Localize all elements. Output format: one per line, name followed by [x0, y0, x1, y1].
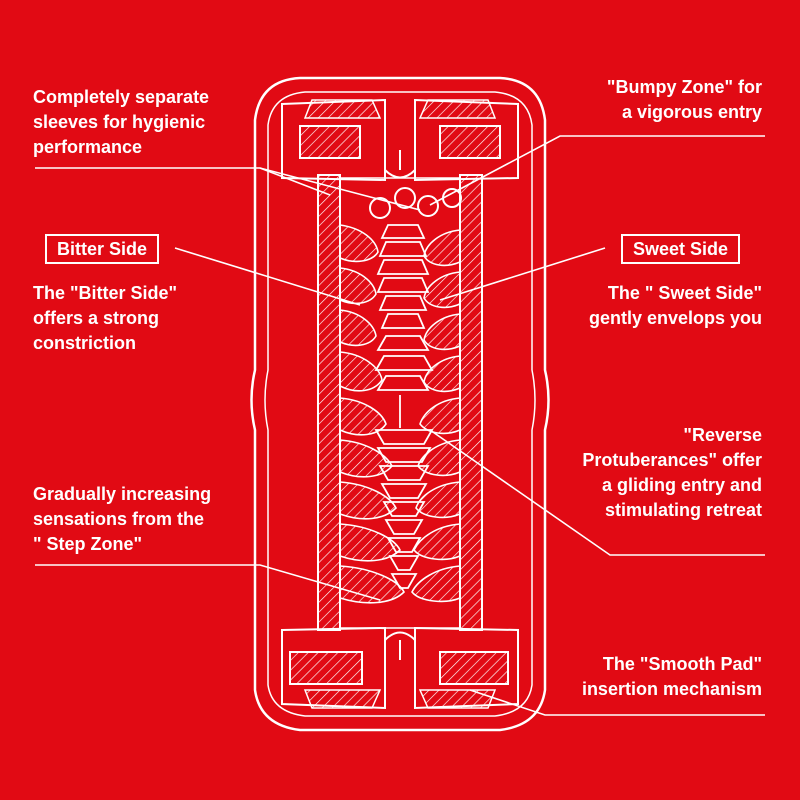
central-protuberances [374, 224, 434, 589]
left-sleeve-wall [317, 174, 341, 631]
bottom-opening [384, 631, 416, 708]
inner-casing [264, 91, 536, 717]
leader-reverse-protuberances [429, 429, 765, 556]
callout-bitter-side: The "Bitter Side" offers a strong constr… [33, 283, 178, 353]
leader-bumpy-zone [429, 135, 765, 206]
bottom-cap-right [414, 626, 519, 710]
top-cap-left [281, 98, 386, 182]
bitter-side-title-box: Bitter Side [45, 234, 160, 264]
sweet-side-ribs [411, 229, 461, 603]
leader-bitter-side [174, 247, 361, 306]
leader-separate-sleeves [35, 167, 421, 211]
callout-reverse-protuberances: "Reverse Protuberances" offer a gliding … [582, 425, 762, 520]
callout-step-zone: Gradually increasing sensations from the… [33, 484, 212, 554]
leader-lines [35, 135, 765, 716]
leader-step-zone [35, 564, 381, 601]
bottom-cap-left [281, 626, 386, 710]
bumpy-zone [369, 187, 462, 219]
top-cap-right [414, 98, 519, 182]
outer-casing [250, 76, 550, 732]
leader-smooth-pad [469, 689, 765, 716]
callout-bumpy-zone: "Bumpy Zone" for a vigorous entry [606, 77, 762, 122]
right-sleeve-wall [459, 174, 483, 631]
leader-sweet-side [439, 247, 606, 301]
callout-smooth-pad: The "Smooth Pad" insertion mechanism [581, 654, 762, 699]
callout-sweet-side: The " Sweet Side" gently envelops you [588, 283, 762, 328]
sweet-side-title-box: Sweet Side [620, 234, 740, 264]
leader-separate-sleeves-2 [259, 167, 331, 196]
callout-separate-sleeves: Completely separate sleeves for hygienic… [33, 87, 210, 157]
bitter-side-ribs [339, 224, 405, 604]
